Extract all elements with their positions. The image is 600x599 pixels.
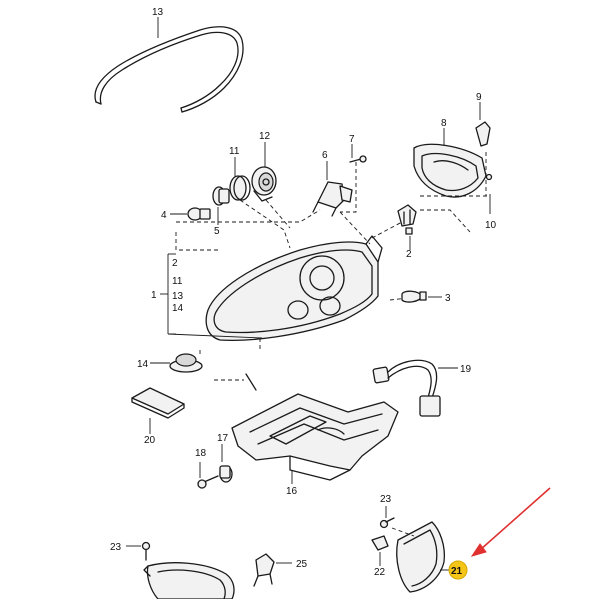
callout-19: 19 <box>460 364 472 375</box>
callout-18: 18 <box>195 448 207 459</box>
callout-20: 20 <box>144 435 156 446</box>
bottom-lamp-part <box>143 562 235 599</box>
side-bulb-part <box>401 290 442 303</box>
callout-10: 10 <box>485 220 497 231</box>
screw-23-left-part <box>126 541 151 561</box>
socket-part <box>212 186 230 225</box>
callout-9: 9 <box>476 92 482 103</box>
bracket-to-housing <box>167 333 263 339</box>
callout-1: 1 <box>151 290 157 301</box>
callout-4: 4 <box>161 210 167 221</box>
callout-11: 11 <box>229 146 240 157</box>
callout-5: 5 <box>214 226 220 237</box>
pad-part <box>131 387 185 434</box>
locator-pin-part <box>214 373 257 391</box>
lower-bracket-part <box>231 393 399 484</box>
cover-disk-part <box>150 353 203 373</box>
callout-17: 17 <box>217 433 229 444</box>
callout-12: 12 <box>259 131 271 142</box>
headlight-housing-part <box>205 235 383 341</box>
fog-lamp-unit-part <box>413 128 487 198</box>
callout-13: 13 <box>152 7 164 18</box>
clip-10-part <box>485 152 493 214</box>
bracket-item-2: 2 <box>172 258 178 269</box>
callout-7: 7 <box>349 134 355 145</box>
adjuster-part <box>312 161 353 217</box>
cap-part <box>251 142 277 202</box>
bracket-item-11: 11 <box>172 276 183 287</box>
clip-9-part <box>475 102 491 147</box>
pointer-arrow <box>470 487 551 557</box>
side-marker-part <box>391 521 452 593</box>
clip-22-part <box>371 535 389 566</box>
callout-25: 25 <box>296 559 308 570</box>
bracket-item-14: 14 <box>172 303 184 314</box>
callout-23-right: 23 <box>380 494 392 505</box>
ring-part <box>229 157 251 201</box>
small-bulb-part <box>170 207 211 221</box>
callout-3: 3 <box>445 293 451 304</box>
callout-22: 22 <box>374 567 386 578</box>
main-bulb-part <box>397 204 417 250</box>
callout-14: 14 <box>137 359 149 370</box>
wiring-harness-part <box>372 359 458 417</box>
callout-6: 6 <box>322 150 328 161</box>
callout-8: 8 <box>441 118 447 129</box>
socket-25-part <box>253 553 292 587</box>
seal-strip-part <box>94 17 244 113</box>
screw-18-part <box>197 462 219 489</box>
callout-21: 21 <box>451 566 463 577</box>
screw-23-right-part <box>379 506 395 529</box>
sleeve-part <box>219 444 233 483</box>
callout-2: 2 <box>406 249 412 260</box>
highlight-badge <box>448 560 468 580</box>
callout-23-left: 23 <box>110 542 122 553</box>
screw-7-part <box>349 144 367 163</box>
callout-16: 16 <box>286 486 298 497</box>
bracket-item-13: 13 <box>172 291 184 302</box>
